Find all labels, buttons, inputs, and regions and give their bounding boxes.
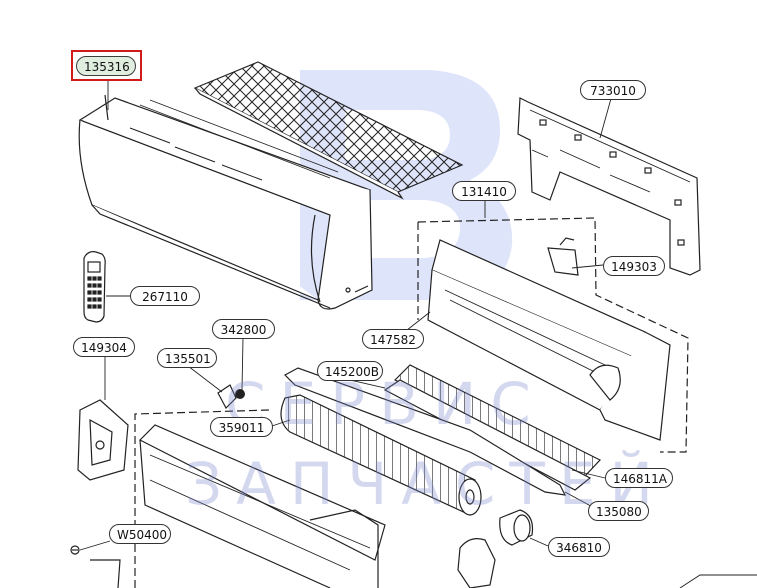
part-callout-145200B[interactable]: 145200B bbox=[317, 361, 383, 381]
part-callout-342800[interactable]: 342800 bbox=[212, 319, 275, 339]
mounting-plate-part bbox=[517, 97, 701, 276]
part-callout-346810[interactable]: 346810 bbox=[548, 537, 610, 557]
clip-part bbox=[217, 384, 237, 409]
part-callout-131410[interactable]: 131410 bbox=[452, 181, 516, 201]
part-callout-W50400[interactable]: W50400 bbox=[109, 524, 171, 544]
part-callout-149303[interactable]: 149303 bbox=[603, 256, 665, 276]
front-cover-part bbox=[78, 94, 373, 310]
part-callout-146811A[interactable]: 146811A bbox=[605, 468, 673, 488]
fan-motor-part bbox=[457, 509, 534, 588]
part-callout-149304[interactable]: 149304 bbox=[73, 337, 135, 357]
part-callout-135501[interactable]: 135501 bbox=[157, 348, 217, 368]
side-bracket-part bbox=[77, 399, 129, 481]
selection-highlight bbox=[71, 50, 142, 81]
sensor-part bbox=[235, 389, 245, 399]
cross-flow-fan-part bbox=[280, 394, 482, 516]
remote-control-part bbox=[83, 251, 106, 323]
leader-lines bbox=[79, 80, 757, 588]
part-callout-135080[interactable]: 135080 bbox=[588, 501, 649, 521]
louver-assembly-part bbox=[284, 364, 601, 496]
part-callout-147582[interactable]: 147582 bbox=[362, 329, 424, 349]
part-callout-359011[interactable]: 359011 bbox=[210, 417, 273, 437]
top-grille-part bbox=[193, 61, 464, 200]
part-callout-135316[interactable]: 135316 bbox=[76, 56, 136, 76]
part-callout-733010[interactable]: 733010 bbox=[580, 80, 646, 100]
evaporator-part bbox=[134, 409, 386, 588]
part-callout-267110[interactable]: 267110 bbox=[130, 286, 200, 306]
screw-part bbox=[70, 545, 121, 588]
chassis-part bbox=[417, 217, 689, 453]
